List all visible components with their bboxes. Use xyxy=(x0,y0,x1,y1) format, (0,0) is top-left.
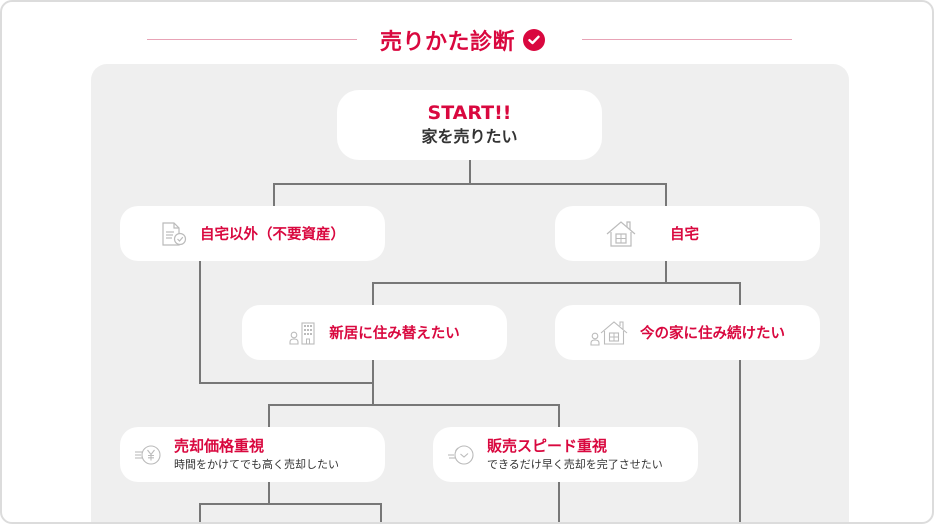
person-building-icon xyxy=(289,321,317,345)
connector xyxy=(665,261,667,282)
connector xyxy=(199,382,373,384)
start-node[interactable]: START!! 家を売りたい xyxy=(337,90,602,160)
start-subtitle: 家を売りたい xyxy=(421,127,518,146)
header-line-left xyxy=(147,39,357,40)
option-price-priority[interactable]: 売却価格重視 時間をかけてでも高く売却したい xyxy=(120,427,385,482)
yen-coin-icon xyxy=(134,443,162,467)
connector xyxy=(558,482,560,522)
connector xyxy=(372,282,374,305)
option-label: 自宅 xyxy=(670,227,699,243)
option-home[interactable]: 自宅 xyxy=(555,206,820,261)
option-label: 販売スピード重視 xyxy=(487,436,608,455)
connector xyxy=(268,404,559,406)
option-speed-priority[interactable]: 販売スピード重視 できるだけ早く売却を完了させたい xyxy=(433,427,698,482)
connector xyxy=(739,282,741,305)
header-line-right xyxy=(582,39,792,40)
option-non-home[interactable]: 自宅以外（不要資産） xyxy=(120,206,385,261)
house-icon xyxy=(605,220,637,248)
option-label: 今の家に住み続けたい xyxy=(640,326,785,342)
option-description: 時間をかけてでも高く売却したい xyxy=(174,457,339,471)
check-circle-icon xyxy=(523,29,546,51)
connector xyxy=(273,183,275,206)
start-title: START!! xyxy=(427,102,512,124)
option-label: 新居に住み替えたい xyxy=(329,326,460,342)
connector xyxy=(268,404,270,427)
page-title-text: 売りかた診断 xyxy=(380,30,516,55)
document-check-icon xyxy=(160,221,188,247)
option-label: 売却価格重視 xyxy=(174,436,265,455)
connector xyxy=(268,482,270,503)
connector xyxy=(273,183,667,185)
connector xyxy=(372,282,741,284)
option-stay[interactable]: 今の家に住み続けたい xyxy=(555,305,820,360)
connector xyxy=(380,503,382,522)
fast-clock-icon xyxy=(447,443,475,467)
connector xyxy=(665,183,667,206)
option-label: 自宅以外（不要資産） xyxy=(200,227,345,243)
connector xyxy=(469,160,471,183)
option-relocate[interactable]: 新居に住み替えたい xyxy=(242,305,507,360)
connector xyxy=(558,404,560,427)
page-title: 売りかた診断 xyxy=(380,24,546,56)
person-house-icon xyxy=(590,320,628,346)
option-description: できるだけ早く売却を完了させたい xyxy=(487,457,663,471)
connector xyxy=(739,360,741,522)
connector xyxy=(199,503,381,505)
connector xyxy=(199,503,201,522)
connector xyxy=(199,261,201,383)
